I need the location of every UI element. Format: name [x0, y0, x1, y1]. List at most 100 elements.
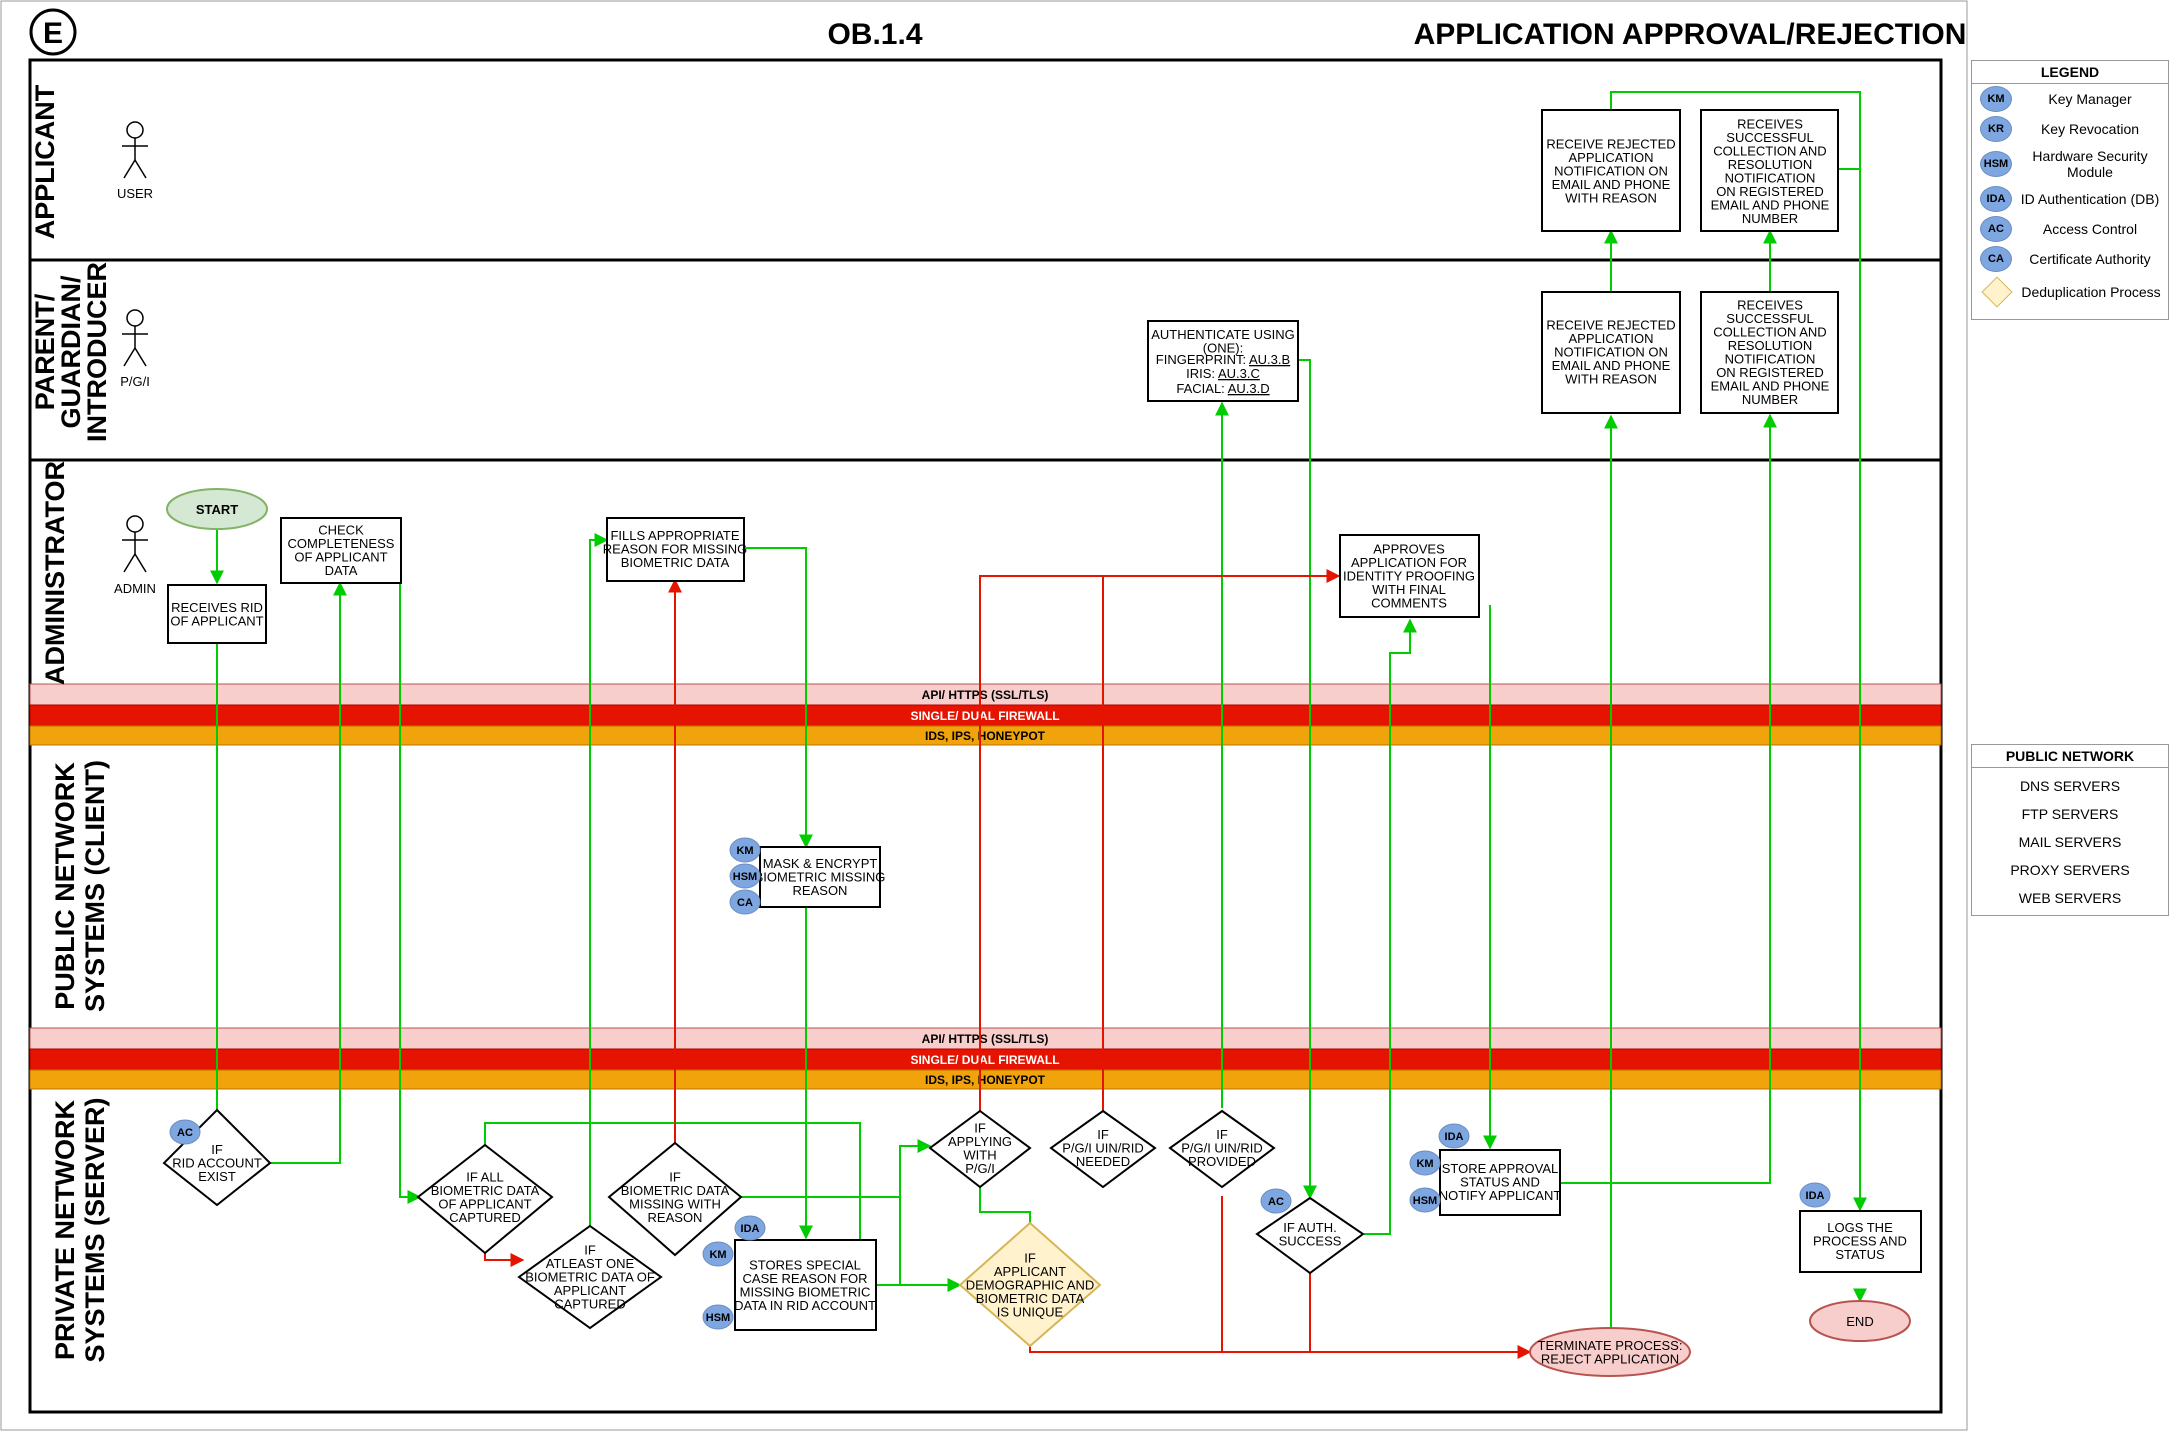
- diagram-title: APPLICATION APPROVAL/REJECTION: [1414, 18, 1967, 51]
- badge-ca-icon: CA: [729, 889, 761, 915]
- public-network-item: MAIL SERVERS: [2018, 834, 2122, 850]
- node-text-line: APPLICANT: [554, 1283, 626, 1298]
- node-text-line: RECEIVE REJECTED: [1546, 137, 1675, 152]
- api-band-label-2: API/ HTTPS (SSL/TLS): [922, 1032, 1049, 1046]
- node-text-line: SUCCESS: [1279, 1233, 1342, 1248]
- ids-band-label-2: IDS, IPS, HONEYPOT: [925, 1073, 1046, 1087]
- node-text-line: APPLICATION FOR: [1351, 555, 1467, 570]
- node-text-line: WITH: [963, 1147, 996, 1162]
- node-text-line: P/G/I: [965, 1161, 995, 1176]
- badge-ida-icon-2: IDA: [1438, 1123, 1470, 1149]
- actor-admin-label: ADMIN: [114, 581, 156, 596]
- node-text-line: EMAIL AND PHONE: [1552, 177, 1671, 192]
- svg-text:AC: AC: [1268, 1196, 1284, 1208]
- node-text-line: BIOMETRIC DATA: [431, 1183, 540, 1198]
- node-text-line: APPROVES: [1373, 542, 1445, 557]
- node-text-line: NOTIFICATION ON: [1554, 164, 1668, 179]
- node-text-line: DEMOGRAPHIC AND: [966, 1278, 1095, 1293]
- node-text-line: RECEIVES: [1737, 116, 1803, 131]
- legend-dedup: Deduplication Process: [1972, 274, 2168, 310]
- svg-text:INTRODUCER: INTRODUCER: [82, 262, 112, 442]
- svg-text:IF AUTH.SUCCESS: IF AUTH.SUCCESS: [1279, 1220, 1342, 1249]
- service-badges: KM HSM CA AC IDA KM HSM AC IDA KM HSM ID…: [169, 837, 1831, 1330]
- node-start: START: [166, 488, 268, 530]
- node-text-line: COLLECTION AND: [1713, 324, 1826, 339]
- node-text-line: MISSING BIOMETRIC: [740, 1284, 871, 1299]
- svg-text:AC: AC: [177, 1127, 193, 1139]
- node-text-line: FILLS APPROPRIATE: [610, 528, 739, 543]
- node-text-line: OF APPLICANT: [294, 549, 387, 564]
- node-text-line: IF AUTH.: [1283, 1220, 1336, 1235]
- svg-text:IDA: IDA: [741, 1223, 760, 1235]
- node-text-line: TERMINATE PROCESS:: [1538, 1338, 1683, 1353]
- header-badge-circle: [29, 8, 77, 56]
- legend-badge-icon: KM: [1980, 86, 2012, 112]
- svg-text:CA: CA: [737, 897, 753, 909]
- node-text-line: IF: [974, 1120, 986, 1135]
- svg-text:IDA: IDA: [1806, 1190, 1825, 1202]
- badge-hsm-icon-2: HSM: [702, 1304, 734, 1330]
- node-text-line: STATUS AND: [1460, 1175, 1540, 1190]
- node-text-line: NEEDED: [1076, 1154, 1130, 1169]
- svg-text:END: END: [1846, 1314, 1873, 1329]
- svg-text:KM: KM: [1416, 1158, 1433, 1170]
- deduplication-diamond-icon: [1981, 276, 2013, 308]
- node-text-line: OF APPLICANT: [438, 1196, 531, 1211]
- node-text-line: IF: [584, 1243, 596, 1258]
- api-band-label: API/ HTTPS (SSL/TLS): [922, 688, 1049, 702]
- node-text-line: IF: [211, 1142, 223, 1157]
- node-text-line: RECEIVE REJECTED: [1546, 318, 1675, 333]
- svg-text:HSM: HSM: [1413, 1195, 1437, 1207]
- node-text-line: STORE APPROVAL: [1442, 1161, 1559, 1176]
- node-text-line: REASON: [793, 883, 848, 898]
- node-text-line: EMAIL AND PHONE: [1711, 197, 1830, 212]
- node-text-line: IF: [1097, 1127, 1109, 1142]
- node-text-line: WITH REASON: [1565, 372, 1657, 387]
- svg-text:SYSTEMS (CLIENT): SYSTEMS (CLIENT): [80, 760, 110, 1012]
- node-text-line: (ONE):: [1203, 340, 1243, 355]
- firewall-band-label-2: SINGLE/ DUAL FIREWALL: [910, 1053, 1059, 1067]
- node-text-line: IDENTITY PROOFING: [1343, 569, 1475, 584]
- badge-ac-icon: AC: [169, 1119, 201, 1145]
- node-text-line: RESOLUTION: [1728, 338, 1813, 353]
- public-network-title: PUBLIC NETWORK: [1972, 745, 2168, 768]
- svg-text:KM: KM: [736, 845, 753, 857]
- actor-user-label: USER: [117, 186, 153, 201]
- node-text-line: ON REGISTERED: [1716, 184, 1824, 199]
- actor-user-icon: [122, 121, 148, 179]
- node-text-line: BIOMETRIC DATA: [621, 555, 730, 570]
- header-badge: E: [43, 17, 63, 50]
- svg-text:HSM: HSM: [706, 1312, 730, 1324]
- lane-private: PRIVATE NETWORK SYSTEMS (SERVER): [50, 1097, 110, 1362]
- node-text-line: RESOLUTION: [1728, 157, 1813, 172]
- firewall-band-label: SINGLE/ DUAL FIREWALL: [910, 709, 1059, 723]
- node-text-line: BIOMETRIC DATA OF: [525, 1270, 655, 1285]
- outer-frame: [0, 0, 1968, 1431]
- node-text-line: P/G/I UIN/RID: [1181, 1141, 1263, 1156]
- legend-label: Access Control: [2042, 221, 2138, 237]
- node-text-line: ATLEAST ONE: [546, 1256, 635, 1271]
- node-text-line: WITH REASON: [1565, 191, 1657, 206]
- node-text-line: RECEIVES RID: [171, 600, 263, 615]
- node-text-line: MASK & ENCRYPT: [763, 856, 878, 871]
